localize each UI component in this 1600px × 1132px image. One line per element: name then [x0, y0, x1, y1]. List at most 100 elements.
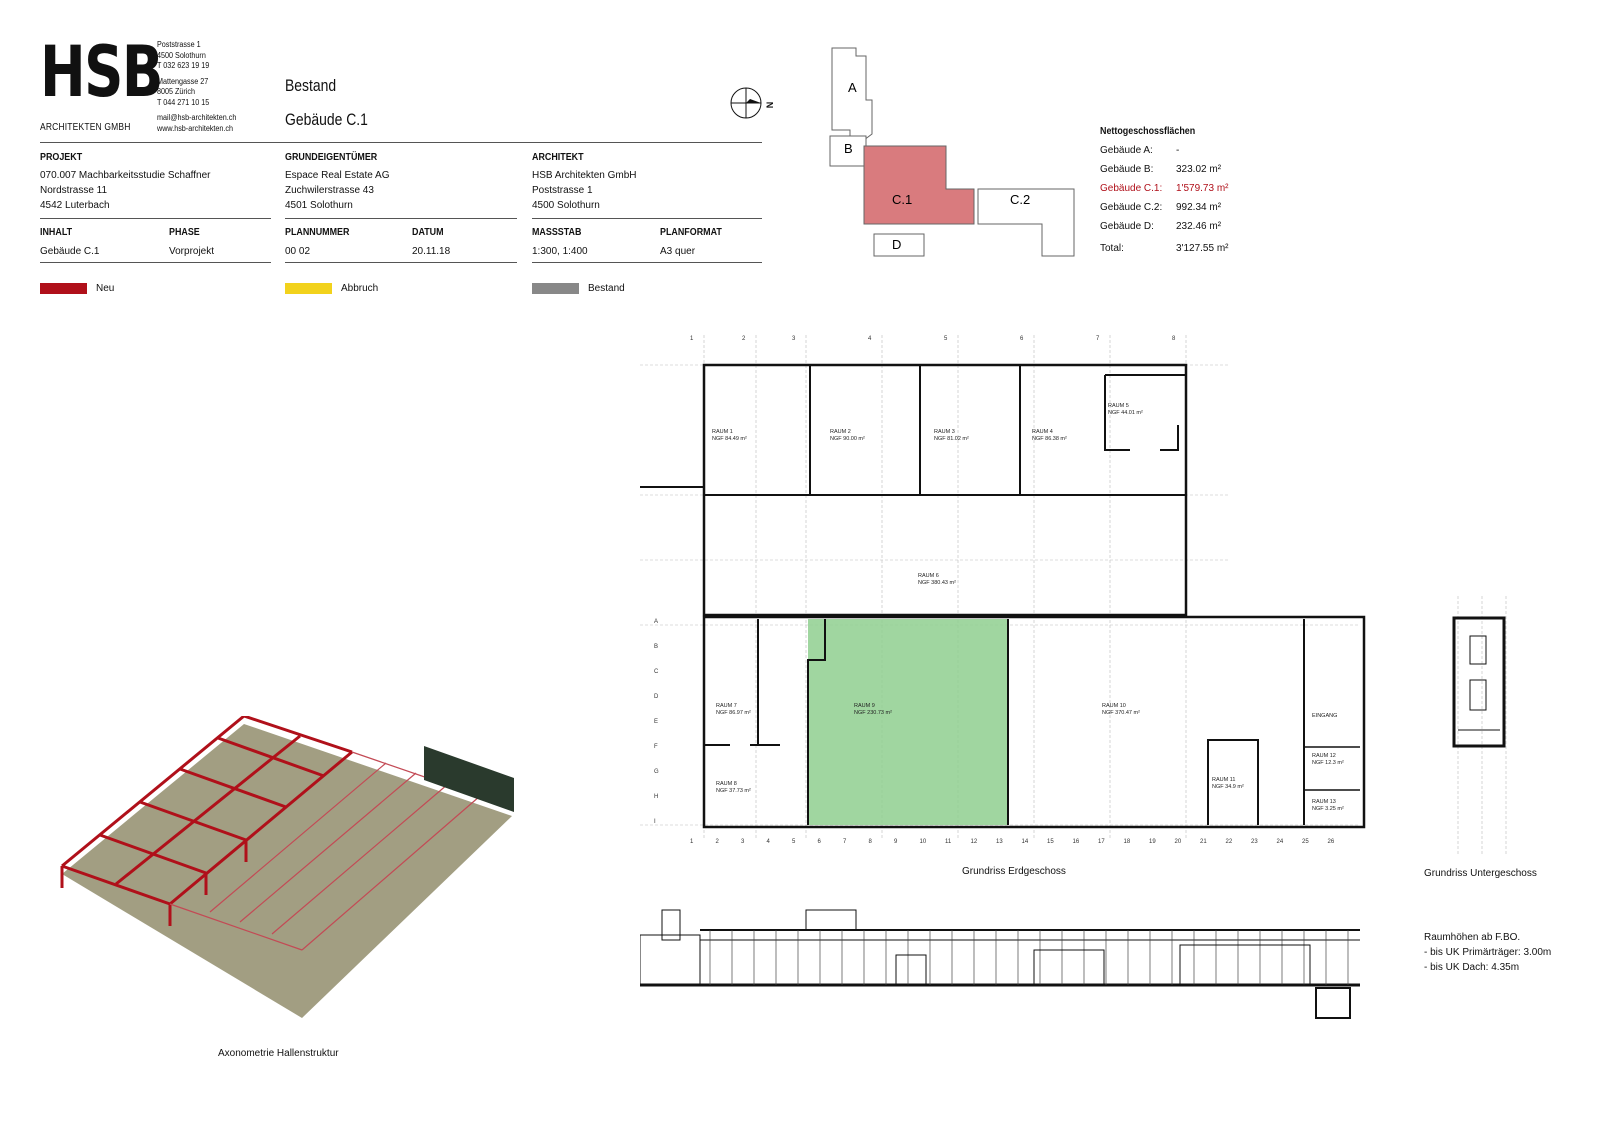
axis-label-row: E — [654, 719, 658, 725]
net-area-c1-label: Gebäude C.1: — [1100, 183, 1163, 194]
plan-title-bestand: Bestand — [285, 76, 337, 95]
planformat-value: A3 quer — [660, 246, 696, 257]
room-label-7: RAUM 7 — [716, 703, 737, 709]
room-area-7: NGF 86.97 m² — [716, 710, 751, 716]
room-label-4: RAUM 4 — [1032, 429, 1053, 435]
net-area-a-value: - — [1176, 145, 1180, 156]
legend-swatch-abbruch — [285, 283, 332, 294]
axis-label-top: 4 — [868, 336, 872, 342]
room-label-eingang: EINGANG — [1312, 713, 1337, 719]
datum-label: DATUM — [412, 226, 444, 238]
axis-label-bottom: 13 — [996, 839, 1003, 845]
room-label-3: RAUM 3 — [934, 429, 955, 435]
axis-label-bottom: 23 — [1251, 839, 1258, 845]
logo-subtitle: ARCHITEKTEN GMBH — [40, 122, 131, 133]
room-area-10: NGF 370.47 m² — [1102, 710, 1140, 716]
axis-label-bottom: 7 — [843, 839, 847, 845]
inhalt-label: INHALT — [40, 226, 73, 238]
divider — [532, 262, 762, 263]
axis-label-row: F — [654, 744, 658, 750]
net-area-b-value: 323.02 m² — [1176, 164, 1222, 175]
legend-label-neu: Neu — [96, 283, 115, 294]
caption-untergeschoss: Grundriss Untergeschoss — [1424, 868, 1537, 879]
facade-panel — [424, 746, 514, 812]
axis-label-bottom: 26 — [1328, 839, 1335, 845]
axis-label-bottom: 21 — [1200, 839, 1207, 845]
legend-label-bestand: Bestand — [588, 283, 625, 294]
room-label-9: RAUM 9 — [854, 703, 875, 709]
building-b-outline — [829, 135, 867, 167]
grundeigentuemer-label: GRUNDEIGENTÜMER — [285, 151, 378, 163]
axis-label-bottom: 25 — [1302, 839, 1309, 845]
room-area-13: NGF 3.25 m² — [1312, 806, 1344, 812]
axis-label-bottom: 1 — [690, 839, 694, 845]
label-a: A — [848, 80, 857, 95]
caption-axonometrie: Axonometrie Hallenstruktur — [218, 1048, 339, 1059]
room-label-2: RAUM 2 — [830, 429, 851, 435]
room-area-8: NGF 37.73 m² — [716, 788, 751, 794]
axis-label-bottom: 2 — [716, 839, 720, 845]
axonometry-hall-structure — [60, 716, 514, 1018]
net-area-c1-value: 1'579.73 m² — [1176, 183, 1229, 194]
axis-label-bottom: 6 — [818, 839, 822, 845]
divider — [285, 262, 517, 263]
basement-plan — [1452, 596, 1507, 856]
room-label-11: RAUM 11 — [1212, 777, 1235, 783]
axis-label-row: A — [654, 619, 658, 625]
plan-title-building: Gebäude C.1 — [285, 110, 368, 129]
divider — [285, 218, 517, 219]
legend-swatch-neu — [40, 283, 87, 294]
lower-hall-outline — [702, 615, 1366, 829]
divider — [40, 262, 271, 263]
axis-label-bottom: 16 — [1073, 839, 1080, 845]
axis-label-bottom: 20 — [1175, 839, 1182, 845]
axis-label-bottom: 19 — [1149, 839, 1156, 845]
existing-frame — [169, 751, 481, 951]
room-area-1: NGF 84.49 m² — [712, 436, 747, 442]
axis-label-bottom: 22 — [1226, 839, 1233, 845]
label-b: B — [844, 141, 853, 156]
room-area-4: NGF 86.38 m² — [1032, 436, 1067, 442]
room-area-6: NGF 380.43 m² — [918, 580, 956, 586]
net-area-d-label: Gebäude D: — [1100, 221, 1154, 232]
north-label: N — [764, 101, 775, 109]
net-area-d-value: 232.46 m² — [1176, 221, 1222, 232]
room-area-3: NGF 81.02 m² — [934, 436, 969, 442]
axis-label-bottom: 24 — [1277, 839, 1284, 845]
divider — [40, 142, 762, 143]
axis-label-bottom: 11 — [945, 839, 952, 845]
axis-label-top: 1 — [690, 336, 694, 342]
projekt-label: PROJEKT — [40, 151, 83, 163]
raum5-walls — [1104, 374, 1185, 451]
room-label-8: RAUM 8 — [716, 781, 737, 787]
legend-label-abbruch: Abbruch — [341, 283, 379, 294]
axis-label-row: B — [654, 644, 658, 650]
basement-outline — [1452, 616, 1506, 748]
plannummer-label: PLANNUMMER — [285, 226, 350, 238]
axis-label-top: 6 — [1020, 336, 1024, 342]
axis-label-top: 2 — [742, 336, 746, 342]
phase-label: PHASE — [169, 226, 200, 238]
axis-label-bottom: 18 — [1124, 839, 1131, 845]
floor-slab — [62, 724, 512, 1018]
architekt-label: ARCHITEKT — [532, 151, 584, 163]
inhalt-value: Gebäude C.1 — [40, 246, 100, 257]
room-area-2: NGF 90.00 m² — [830, 436, 865, 442]
datum-value: 20.11.18 — [412, 246, 451, 257]
axis-label-bottom: 5 — [792, 839, 796, 845]
axis-label-bottom: 12 — [971, 839, 978, 845]
building-c1-highlight — [863, 145, 975, 225]
building-d-outline — [873, 233, 925, 257]
room-label-13: RAUM 13 — [1312, 799, 1336, 805]
axis-label-bottom: 3 — [741, 839, 745, 845]
divider — [40, 218, 271, 219]
axis-label-bottom: 9 — [894, 839, 898, 845]
axis-label-row: C — [654, 669, 659, 675]
axis-label-top: 3 — [792, 336, 796, 342]
axis-label-bottom: 10 — [920, 839, 927, 845]
